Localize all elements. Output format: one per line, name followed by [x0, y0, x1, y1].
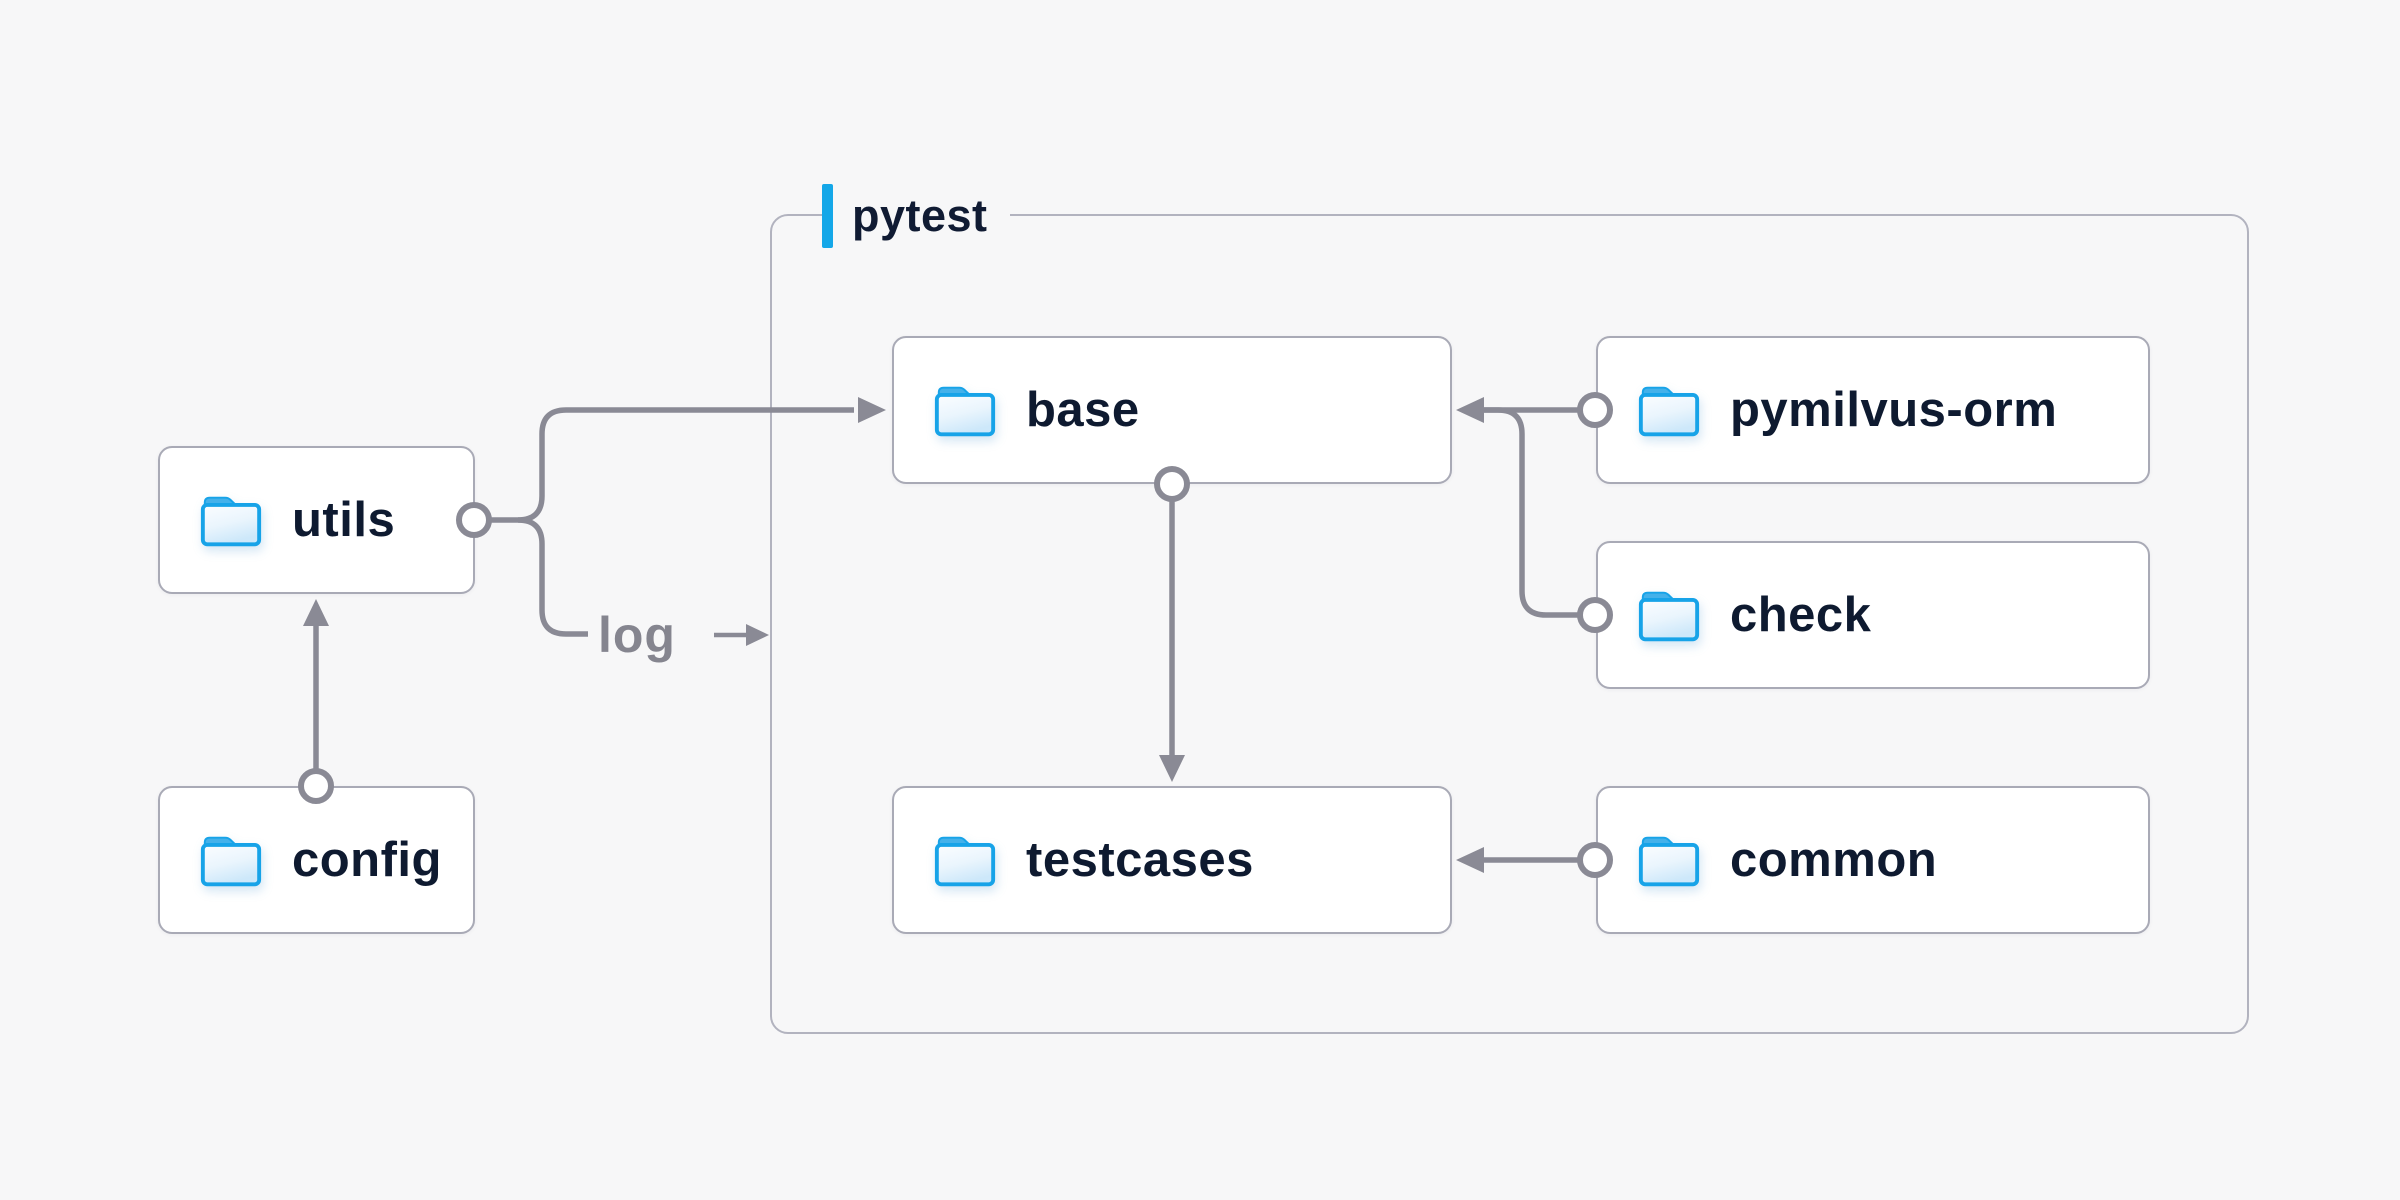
pytest-group: pytest [770, 183, 2249, 1034]
node-testcases: testcases [892, 786, 1452, 934]
node-base: base [892, 336, 1452, 484]
folder-icon [1638, 386, 1700, 437]
node-label: common [1730, 833, 1938, 887]
log-edge-label: log [598, 607, 676, 663]
node-label: check [1730, 588, 1872, 642]
folder-icon [200, 496, 262, 547]
node-label: base [1026, 383, 1140, 437]
folder-icon [1638, 591, 1700, 642]
node-label: utils [292, 493, 396, 547]
arrowhead-log [746, 624, 769, 646]
node-config: config [158, 786, 475, 934]
node-check: check [1596, 541, 2150, 689]
group-title: pytest [852, 190, 988, 241]
folder-icon [934, 386, 996, 437]
folder-icon [1638, 836, 1700, 887]
node-common: common [1596, 786, 2150, 934]
node-utils: utils [158, 446, 475, 594]
arrowhead-into-utils [303, 599, 329, 626]
folder-icon [200, 836, 262, 887]
accent-bar-icon [822, 184, 833, 248]
node-pymilvus-orm: pymilvus-orm [1596, 336, 2150, 484]
node-label: config [292, 833, 442, 887]
folder-icon [934, 836, 996, 887]
edge-utils-log [517, 517, 588, 637]
node-label: pymilvus-orm [1730, 383, 2058, 437]
pytest-group-label: pytest [822, 183, 1010, 249]
node-label: testcases [1026, 833, 1254, 887]
